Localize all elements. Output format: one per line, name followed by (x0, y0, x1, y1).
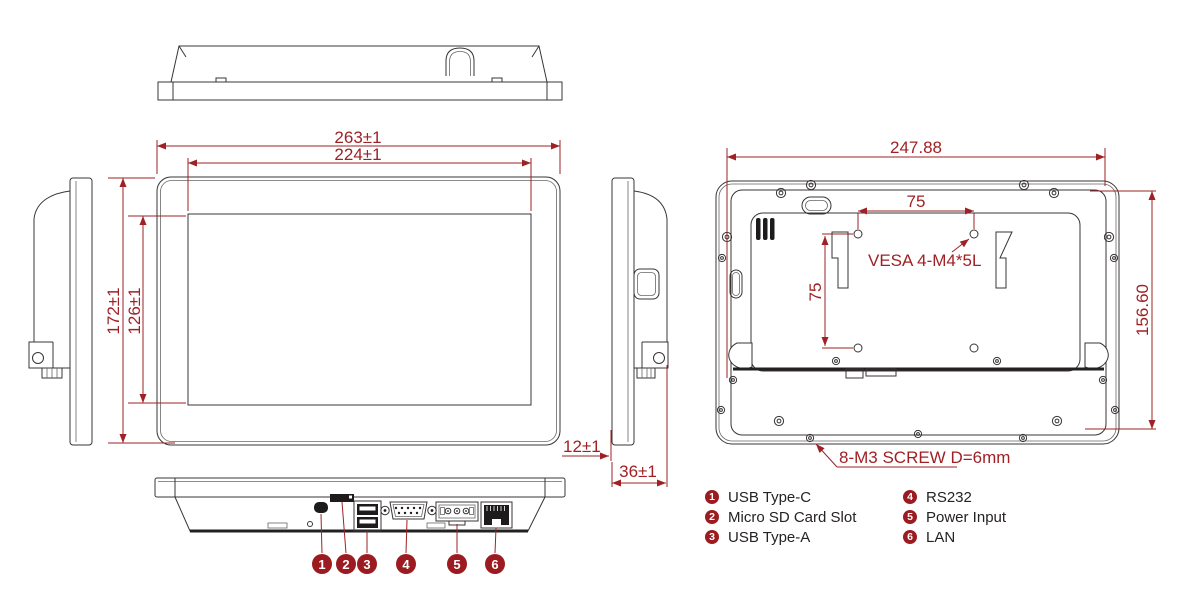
dim-side-bezel: 12±1 (563, 437, 601, 456)
back-oval-cutout (801, 196, 832, 215)
legend-item-micro-sd: 2 Micro SD Card Slot (705, 507, 903, 527)
back-view: 247.88 156.60 75 75 VESA 4-M4*5L 8-M3 SC… (715, 138, 1156, 468)
legend-badge-5: 5 (903, 510, 917, 524)
legend-badge-3: 3 (705, 530, 719, 544)
callout-3: 3 (357, 554, 377, 574)
svg-text:3: 3 (363, 557, 370, 572)
svg-text:4: 4 (402, 557, 410, 572)
screw-label: 8-M3 SCREW D=6mm (839, 448, 1010, 467)
power-input-port (435, 501, 479, 526)
dim-side-depth: 36±1 (619, 462, 657, 481)
mount-bracket-left (831, 231, 849, 289)
lan-port (480, 501, 513, 529)
usb-c-port (314, 502, 328, 513)
back-side-cutout (729, 269, 743, 299)
dim-back-height: 156.60 (1133, 284, 1152, 336)
port-legend: 1 USB Type-C 2 Micro SD Card Slot 3 USB … (705, 487, 1006, 547)
bottom-view: 1 2 3 4 5 6 (154, 477, 566, 574)
top-view (157, 45, 563, 101)
port-callouts: 1 2 3 4 5 6 (312, 501, 505, 574)
legend-label-3: USB Type-A (728, 528, 811, 546)
legend-item-power: 5 Power Input (903, 507, 1006, 527)
callout-4: 4 (396, 554, 416, 574)
legend-label-2: Micro SD Card Slot (728, 508, 857, 526)
vesa-holes (853, 229, 979, 353)
callout-6: 6 (485, 554, 505, 574)
mount-bracket-right (995, 231, 1013, 289)
front-view: 263±1 224±1 172±1 126±1 (104, 128, 561, 446)
legend-item-rs232: 4 RS232 (903, 487, 1006, 507)
dim-front-outer-height: 172±1 (104, 287, 123, 334)
dim-front-screen-width: 224±1 (334, 145, 381, 164)
legend-label-6: LAN (926, 528, 956, 546)
side-access-cover (633, 268, 660, 300)
svg-text:2: 2 (342, 557, 349, 572)
dim-vesa-horizontal: 75 (907, 192, 926, 211)
svg-text:1: 1 (318, 557, 325, 572)
top-antenna-cutout (445, 47, 475, 76)
dim-vesa-vertical: 75 (806, 283, 825, 302)
legend-label-4: RS232 (926, 488, 972, 506)
front-screen (187, 213, 532, 406)
legend-badge-2: 2 (705, 510, 719, 524)
vent-slits (756, 218, 775, 240)
micro-sd-slot (330, 494, 354, 502)
dim-front-screen-height: 126±1 (125, 287, 144, 334)
svg-text:5: 5 (453, 557, 460, 572)
callout-5: 5 (447, 554, 467, 574)
legend-badge-1: 1 (705, 490, 719, 504)
legend-label-1: USB Type-C (728, 488, 812, 506)
vesa-label: VESA 4-M4*5L (868, 251, 981, 270)
callout-1: 1 (312, 554, 332, 574)
right-side-view: 12±1 36±1 (562, 177, 669, 487)
callout-2: 2 (336, 554, 356, 574)
legend-label-5: Power Input (926, 508, 1007, 526)
legend-item-usb-a: 3 USB Type-A (705, 527, 903, 547)
dim-back-width: 247.88 (890, 138, 942, 157)
legend-badge-6: 6 (903, 530, 917, 544)
legend-badge-4: 4 (903, 490, 917, 504)
screw-holes (716, 179, 1120, 443)
dim-front-outer-width: 263±1 (334, 128, 381, 147)
legend-item-lan: 6 LAN (903, 527, 1006, 547)
svg-text:6: 6 (491, 557, 498, 572)
rs232-port (380, 501, 437, 520)
legend-item-usb-c: 1 USB Type-C (705, 487, 903, 507)
left-side-view (28, 177, 93, 446)
